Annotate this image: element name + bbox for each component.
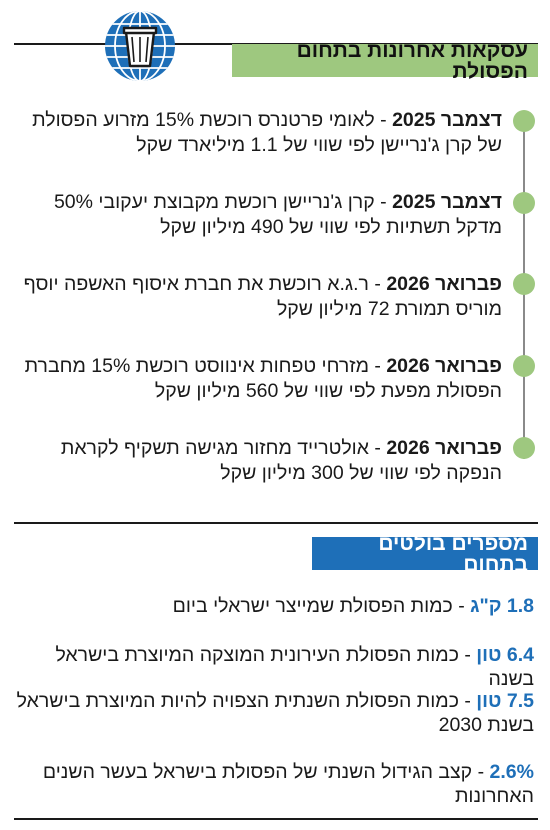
deal-item: פברואר 2026 - ר.ג.א רוכשת את חברת איסוף …: [16, 272, 502, 322]
deals-section-title: עסקאות אחרונות בתחום הפסולת: [232, 40, 538, 82]
stat-item: 6.4 טון - כמות הפסולת העירונית המוצקה המ…: [16, 643, 534, 691]
deal-separator: -: [374, 109, 393, 131]
trash-bin-globe-icon: [105, 11, 175, 81]
stat-separator: -: [452, 595, 471, 617]
stat-item: 7.5 טון - כמות הפסולת השנתית הצפויה להיו…: [16, 689, 534, 737]
deal-date: פברואר 2026: [386, 437, 502, 459]
timeline-dot: [513, 437, 535, 459]
section-divider: [14, 522, 538, 524]
stat-separator: -: [458, 644, 477, 666]
timeline-dot: [513, 355, 535, 377]
timeline-dot: [513, 110, 535, 132]
deal-item: דצמבר 2025 - לאומי פרטנרס רוכשת 15% מזרו…: [16, 108, 502, 158]
deal-description: לאומי פרטנרס רוכשת 15% מזרוע הפסולת של ק…: [32, 109, 502, 156]
stat-value: 6.4 טון: [476, 644, 534, 666]
deal-date: פברואר 2026: [386, 273, 502, 295]
stat-description: כמות הפסולת שמייצר ישראלי ביום: [172, 595, 453, 617]
stat-description: כמות הפסולת השנתית הצפויה להיות המיוצרת …: [16, 690, 534, 736]
deal-separator: -: [368, 273, 387, 295]
deal-separator: -: [368, 355, 387, 377]
timeline-dot: [513, 192, 535, 214]
timeline-dot: [513, 273, 535, 295]
stat-separator: -: [458, 690, 477, 712]
deal-date: דצמבר 2025: [392, 191, 502, 213]
deal-item: פברואר 2026 - אולטרייד מחזור מגישה תשקיף…: [16, 436, 502, 486]
deal-date: דצמבר 2025: [392, 109, 502, 131]
deal-separator: -: [374, 191, 393, 213]
stat-description: כמות הפסולת העירונית המוצקה המיוצרת בישר…: [55, 644, 534, 690]
deal-description: מזרחי טפחות אינווסט רוכשת 15% מחברת הפסו…: [24, 355, 502, 402]
bottom-divider: [14, 818, 538, 820]
stat-description: קצב הגידול השנתי של הפסולת בישראל בעשר ה…: [42, 761, 534, 807]
deal-separator: -: [368, 437, 387, 459]
stat-value: 7.5 טון: [476, 690, 534, 712]
stats-section-title: מספרים בולטים בתחום: [312, 533, 538, 575]
deal-description: ר.ג.א רוכשת את חברת איסוף האשפה יוסף מור…: [23, 273, 502, 320]
stat-item: 1.8 ק"ג - כמות הפסולת שמייצר ישראלי ביום: [16, 594, 534, 618]
stat-item: 2.6% - קצב הגידול השנתי של הפסולת בישראל…: [16, 760, 534, 808]
stat-separator: -: [472, 761, 490, 783]
stat-value: 2.6%: [489, 761, 534, 783]
deal-description: אולטרייד מחזור מגישה תשקיף לקראת הנפקה ל…: [60, 437, 502, 484]
deal-item: דצמבר 2025 - קרן ג'נריישן רוכשת מקבוצת י…: [16, 190, 502, 240]
deal-description: קרן ג'נריישן רוכשת מקבוצת יעקובי 50% מדק…: [53, 191, 502, 238]
stat-value: 1.8 ק"ג: [470, 595, 534, 617]
deal-date: פברואר 2026: [386, 355, 502, 377]
deal-item: פברואר 2026 - מזרחי טפחות אינווסט רוכשת …: [16, 354, 502, 404]
